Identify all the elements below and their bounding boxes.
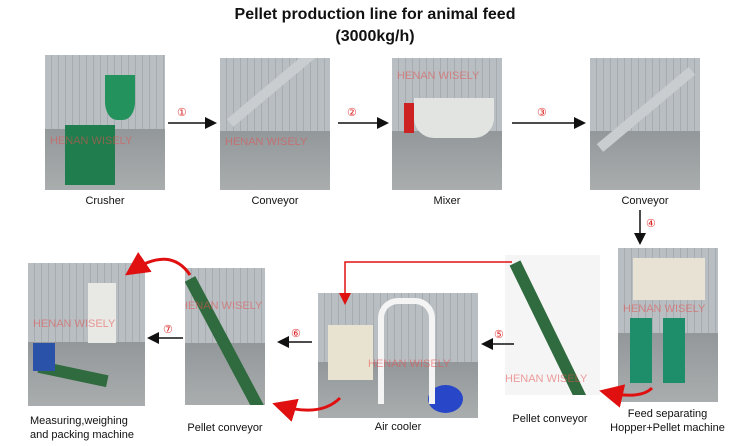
watermark: HENAN WISELY [225,136,308,148]
title-line1: Pellet production line for animal feed [234,6,516,23]
watermark: HENAN WISELY [397,70,480,82]
label-air-cooler: Air cooler [374,421,422,433]
red-flow-hopper-to-conveyor [599,384,654,408]
step-3-marker: ③ [537,107,547,119]
crusher-photo: HENAN WISELY [45,55,165,190]
label-hopper-line1: Feed separating [627,408,708,420]
step-2-marker: ② [347,107,357,119]
label-packing-line2: and packing machine [30,429,134,441]
conveyor-photo: HENAN WISELY [220,58,330,190]
conveyor-photo-2 [590,58,700,190]
red-flow-conveyor-to-packing [125,251,192,276]
watermark: HENAN WISELY [50,135,133,147]
pellet-conveyor-photo-2: HENAN WISELY [185,268,265,405]
packing-machine-photo: HENAN WISELY [28,263,145,406]
label-pellet-conveyor: Pellet conveyor [512,413,588,425]
step-7-marker: ⑦ [163,324,173,336]
watermark: HENAN WISELY [623,303,706,315]
step-4-marker: ④ [646,218,656,230]
watermark: HENAN WISELY [185,300,263,312]
label-conveyor-2: Conveyor [621,195,669,207]
label-crusher: Crusher [85,195,125,207]
mixer-photo: HENAN WISELY [392,58,502,190]
pellet-conveyor-photo: HENAN WISELY [505,255,600,395]
red-flow-cooler-to-conveyor [272,396,342,422]
label-pellet-conveyor-2: Pellet conveyor [187,422,263,434]
red-flow-conveyor-to-cooler [339,261,512,305]
label-packing-line1: Measuring,weighing [30,415,128,427]
label-hopper-line2: Hopper+Pellet machine [610,422,725,434]
watermark: HENAN WISELY [368,358,451,370]
title-line2: (3000kg/h) [335,28,415,45]
step-1-marker: ① [177,107,187,119]
step-6-marker: ⑥ [291,328,301,340]
label-mixer: Mixer [433,195,461,207]
step-5-marker: ⑤ [494,329,504,341]
watermark: HENAN WISELY [505,373,588,385]
label-conveyor: Conveyor [251,195,299,207]
watermark: HENAN WISELY [33,318,116,330]
hopper-pellet-machine-photo: HENAN WISELY [618,248,718,402]
